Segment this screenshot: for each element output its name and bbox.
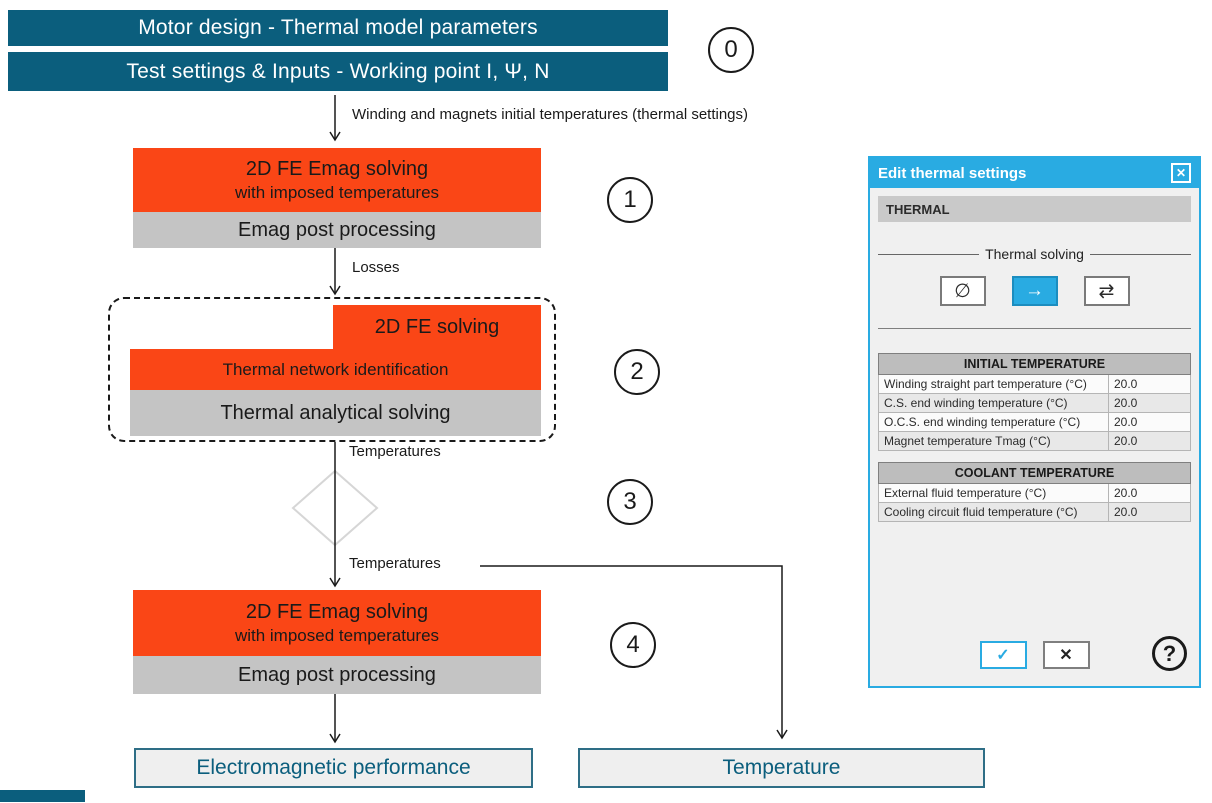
step-badge-0: 0	[708, 27, 754, 73]
thermal-solving-options: ∅ → ⇄	[870, 276, 1199, 306]
fieldset-line-right	[1089, 253, 1192, 255]
output-box-temperature: Temperature	[578, 748, 985, 788]
dialog-title: Edit thermal settings	[878, 164, 1027, 182]
step4-title: 2D FE Emag solving	[245, 600, 429, 623]
step2-fe-solving-box: 2D FE solving	[333, 305, 541, 349]
table-row: Winding straight part temperature (°C) 2…	[878, 374, 1191, 394]
step1-subtitle: with imposed temperatures	[234, 182, 440, 202]
two-way-solving-button[interactable]: ⇄	[1083, 276, 1130, 306]
step1-post-processing-box: Emag post processing	[133, 212, 541, 248]
decision-diamond	[291, 469, 379, 547]
table-header: COOLANT TEMPERATURE	[878, 462, 1191, 484]
arrow-label-thermal-settings: Winding and magnets initial temperatures…	[352, 106, 749, 123]
divider	[878, 328, 1191, 329]
param-value-field[interactable]: 20.0	[1108, 374, 1191, 394]
thermal-solving-fieldset: Thermal solving	[878, 246, 1192, 262]
one-way-arrow-icon: →	[1025, 280, 1044, 301]
arrow-label-temperatures-2: Temperatures	[349, 555, 441, 572]
input-box-motor-design: Motor design - Thermal model parameters	[8, 10, 668, 46]
arrow-step2-to-step4	[329, 442, 341, 588]
thermal-section-header: THERMAL	[878, 196, 1191, 222]
arrow-step1-to-step2	[329, 248, 341, 296]
initial-temperature-table: INITIAL TEMPERATURE Winding straight par…	[878, 353, 1191, 451]
fieldset-label: Thermal solving	[985, 246, 1084, 262]
dialog-actions: ✓ ✕	[870, 641, 1199, 669]
output-box-electromagnetic-performance: Electromagnetic performance	[134, 748, 533, 788]
no-thermal-solving-button[interactable]: ∅	[939, 276, 986, 306]
table-row: Magnet temperature Tmag (°C) 20.0	[878, 431, 1191, 451]
param-label: C.S. end winding temperature (°C)	[878, 393, 1109, 413]
param-value-field[interactable]: 20.0	[1108, 502, 1191, 522]
ok-button[interactable]: ✓	[979, 641, 1027, 669]
param-value-field[interactable]: 20.0	[1108, 412, 1191, 432]
table-header: INITIAL TEMPERATURE	[878, 353, 1191, 375]
param-value-field[interactable]: 20.0	[1108, 431, 1191, 451]
param-label: Winding straight part temperature (°C)	[878, 374, 1109, 394]
no-solving-icon: ∅	[954, 280, 971, 302]
step2-network-identification-box: Thermal network identification	[130, 349, 541, 390]
param-label: O.C.S. end winding temperature (°C)	[878, 412, 1109, 432]
arrow-label-temperatures-1: Temperatures	[349, 443, 441, 460]
close-icon: ✕	[1175, 166, 1187, 180]
arrow-label-losses: Losses	[352, 259, 400, 276]
check-icon: ✓	[996, 647, 1010, 664]
dialog-titlebar[interactable]: Edit thermal settings ✕	[870, 158, 1199, 188]
step2-dashed-group	[108, 297, 556, 442]
step4-post-processing-box: Emag post processing	[133, 656, 541, 694]
param-label: Cooling circuit fluid temperature (°C)	[878, 502, 1109, 522]
param-value-field[interactable]: 20.0	[1108, 393, 1191, 413]
close-button[interactable]: ✕	[1171, 163, 1191, 183]
arrow-inputs-to-step1	[329, 95, 341, 142]
question-mark-icon: ?	[1162, 640, 1177, 666]
coolant-temperature-table: COOLANT TEMPERATURE External fluid tempe…	[878, 462, 1191, 522]
param-value-field[interactable]: 20.0	[1108, 483, 1191, 503]
table-row: Cooling circuit fluid temperature (°C) 2…	[878, 502, 1191, 522]
teal-strip-partial	[0, 790, 85, 802]
cancel-button[interactable]: ✕	[1042, 641, 1090, 669]
step2-analytical-solving-box: Thermal analytical solving	[130, 390, 541, 436]
step1-emag-solving-box: 2D FE Emag solving with imposed temperat…	[133, 148, 541, 212]
table-row: O.C.S. end winding temperature (°C) 20.0	[878, 412, 1191, 432]
param-label: Magnet temperature Tmag (°C)	[878, 431, 1109, 451]
input-box-test-settings: Test settings & Inputs - Working point I…	[8, 52, 668, 91]
one-way-solving-button[interactable]: →	[1011, 276, 1058, 306]
table-row: External fluid temperature (°C) 20.0	[878, 483, 1191, 503]
help-button[interactable]: ?	[1152, 636, 1187, 671]
step-badge-3: 3	[607, 479, 653, 525]
step-badge-4: 4	[610, 622, 656, 668]
step-badge-1: 1	[607, 177, 653, 223]
step1-title: 2D FE Emag solving	[245, 157, 429, 180]
two-way-arrows-icon: ⇄	[1098, 280, 1115, 302]
x-icon: ✕	[1059, 647, 1073, 664]
arrow-step4-to-output	[329, 694, 341, 744]
param-label: External fluid temperature (°C)	[878, 483, 1109, 503]
step-badge-2: 2	[614, 349, 660, 395]
step4-emag-solving-box: 2D FE Emag solving with imposed temperat…	[133, 590, 541, 656]
edit-thermal-settings-dialog: Edit thermal settings ✕ THERMAL Thermal …	[868, 156, 1201, 688]
fieldset-line-left	[878, 253, 980, 255]
table-row: C.S. end winding temperature (°C) 20.0	[878, 393, 1191, 413]
step4-subtitle: with imposed temperatures	[234, 625, 440, 645]
